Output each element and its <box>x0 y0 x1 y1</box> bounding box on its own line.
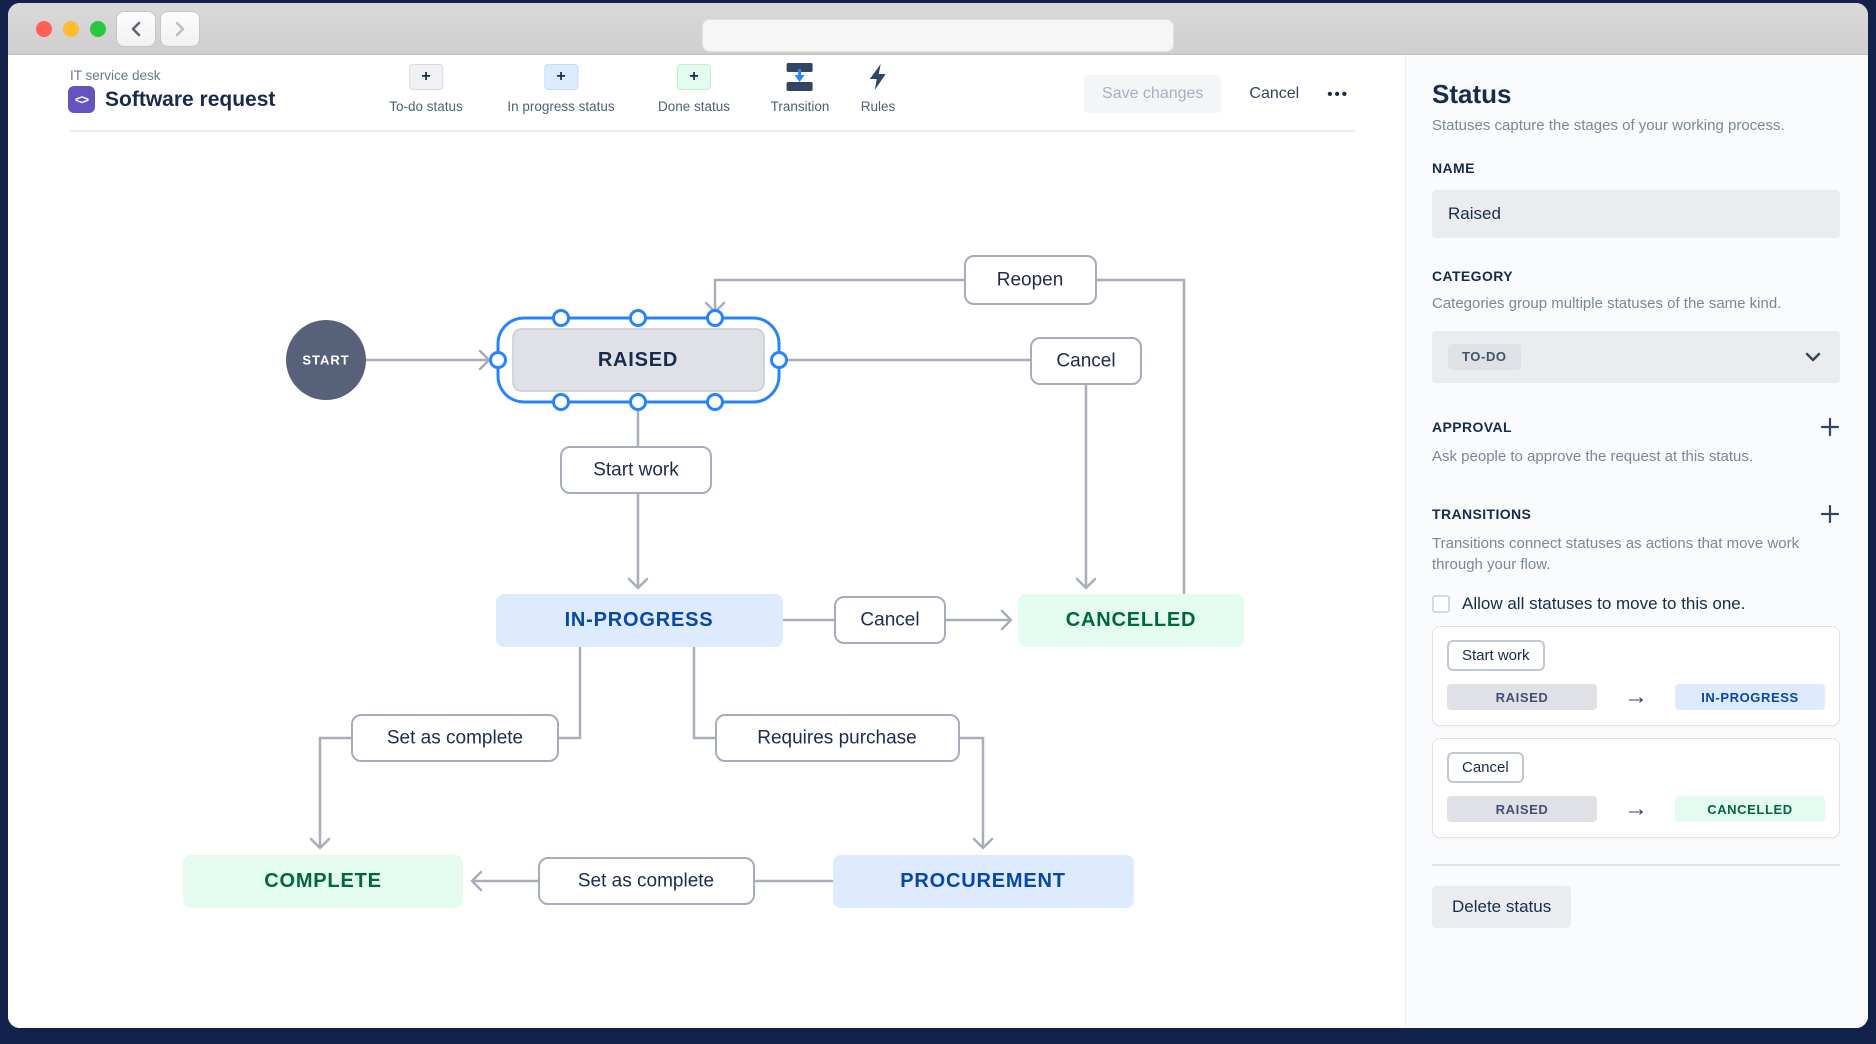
panel-divider <box>1432 864 1840 866</box>
svg-text:Requires purchase: Requires purchase <box>757 728 916 749</box>
lightning-icon <box>869 64 886 90</box>
toolbar-add-todo-status[interactable]: + To-do status <box>389 63 463 114</box>
panel-title: Status <box>1432 79 1512 109</box>
panel-subtitle: Statuses capture the stages of your work… <box>1432 117 1785 134</box>
transition-label-cancel-top[interactable]: Cancel <box>1030 337 1142 385</box>
svg-text:CANCELLED: CANCELLED <box>1066 609 1197 631</box>
more-menu-button[interactable]: ••• <box>1327 85 1349 103</box>
chevron-right-icon <box>175 21 185 37</box>
start-node[interactable]: START <box>286 320 366 400</box>
toolbar-add-inprogress-status[interactable]: + In progress status <box>507 63 615 114</box>
approval-label: APPROVAL <box>1432 418 1512 435</box>
status-node-in-progress[interactable]: IN-PROGRESS <box>496 594 783 647</box>
add-approval-icon[interactable] <box>1820 417 1840 437</box>
selection-handles[interactable] <box>489 309 788 411</box>
status-node-raised[interactable]: RAISED <box>489 309 788 411</box>
transitions-label: TRANSITIONS <box>1432 505 1532 522</box>
to-status-badge: CANCELLED <box>1675 796 1825 822</box>
transition-name-chip[interactable]: Start work <box>1447 640 1545 671</box>
svg-text:Start work: Start work <box>593 460 679 481</box>
to-status-badge: IN-PROGRESS <box>1675 684 1825 710</box>
cancel-button[interactable]: Cancel <box>1249 85 1300 102</box>
page-title: Software request <box>105 87 276 111</box>
svg-text:START: START <box>302 353 349 368</box>
name-label: NAME <box>1432 160 1475 176</box>
svg-text:PROCUREMENT: PROCUREMENT <box>900 870 1065 892</box>
close-window-button[interactable] <box>36 21 52 37</box>
toolbar-add-transition[interactable]: Transition <box>771 63 829 114</box>
svg-text:Set as complete: Set as complete <box>387 728 523 749</box>
approval-description: Ask people to approve the request at thi… <box>1432 447 1754 465</box>
category-description: Categories group multiple statuses of th… <box>1432 295 1782 312</box>
window-controls <box>36 21 106 37</box>
chevron-down-icon <box>1805 352 1821 361</box>
transition-label-cancel-mid[interactable]: Cancel <box>834 596 946 644</box>
chevron-left-icon <box>131 21 141 37</box>
category-label: CATEGORY <box>1432 268 1513 284</box>
zoom-window-button[interactable] <box>90 21 106 37</box>
category-value-badge: TO-DO <box>1448 343 1521 370</box>
workflow-editor: IT service desk <> Software request + To… <box>8 55 1405 1028</box>
toolbar-rules[interactable]: Rules <box>861 63 895 114</box>
transition-card-cancel[interactable]: Cancel RAISED → CANCELLED <box>1432 738 1840 838</box>
plus-icon: + <box>544 64 578 90</box>
transition-label-set-as-complete-upper[interactable]: Set as complete <box>351 714 559 762</box>
arrow-right-icon: → <box>1624 683 1648 710</box>
add-transition-icon[interactable] <box>1820 504 1840 524</box>
transition-label-requires-purchase[interactable]: Requires purchase <box>715 714 960 762</box>
status-name-input[interactable]: Raised <box>1432 190 1840 238</box>
forward-button[interactable] <box>160 11 200 47</box>
svg-text:IN-PROGRESS: IN-PROGRESS <box>565 609 714 631</box>
transitions-description: Transitions connect statuses as actions … <box>1432 534 1800 574</box>
allow-all-checkbox[interactable] <box>1432 595 1450 613</box>
transition-label-start-work[interactable]: Start work <box>560 446 712 494</box>
arrow-right-icon: → <box>1624 795 1648 822</box>
svg-text:RAISED: RAISED <box>598 349 678 371</box>
status-node-complete[interactable]: COMPLETE <box>183 855 463 908</box>
address-bar[interactable] <box>702 19 1174 52</box>
svg-text:Cancel: Cancel <box>1056 351 1115 372</box>
svg-text:Cancel: Cancel <box>860 610 919 631</box>
transition-label-set-as-complete-lower[interactable]: Set as complete <box>538 857 755 905</box>
svg-text:COMPLETE: COMPLETE <box>264 870 382 892</box>
from-status-badge: RAISED <box>1447 796 1597 822</box>
workflow-canvas[interactable]: Reopen Cancel Start work Cancel <box>8 132 1405 1028</box>
svg-text:Reopen: Reopen <box>997 270 1064 291</box>
status-detail-panel: Status Statuses capture the stages of yo… <box>1405 55 1868 1028</box>
allow-all-label: Allow all statuses to move to this one. <box>1462 594 1746 613</box>
minimize-window-button[interactable] <box>63 21 79 37</box>
status-node-procurement[interactable]: PROCUREMENT <box>833 855 1134 908</box>
svg-text:Set as complete: Set as complete <box>578 871 714 892</box>
workflow-diagram: Reopen Cancel Start work Cancel <box>183 255 1244 908</box>
transition-label-reopen[interactable]: Reopen <box>964 255 1097 305</box>
plus-icon: + <box>408 64 443 90</box>
delete-status-button[interactable]: Delete status <box>1432 886 1572 928</box>
app-window: IT service desk <> Software request + To… <box>8 3 1868 1028</box>
toolbar-add-done-status[interactable]: + Done status <box>658 63 730 114</box>
status-node-cancelled[interactable]: CANCELLED <box>1018 594 1244 647</box>
category-dropdown[interactable]: TO-DO <box>1432 330 1840 383</box>
breadcrumb[interactable]: IT service desk <box>70 68 161 83</box>
project-code-icon: <> <box>68 86 95 113</box>
from-status-badge: RAISED <box>1447 684 1597 710</box>
transition-card-start-work[interactable]: Start work RAISED → IN-PROGRESS <box>1432 626 1840 726</box>
save-changes-button[interactable]: Save changes <box>1084 75 1222 113</box>
transition-name-chip[interactable]: Cancel <box>1447 752 1524 783</box>
editor-header: IT service desk <> Software request + To… <box>8 55 1405 132</box>
back-button[interactable] <box>116 11 156 47</box>
transition-icon <box>787 63 813 91</box>
plus-icon: + <box>676 64 711 90</box>
titlebar <box>8 3 1868 55</box>
header-divider <box>70 130 1355 132</box>
